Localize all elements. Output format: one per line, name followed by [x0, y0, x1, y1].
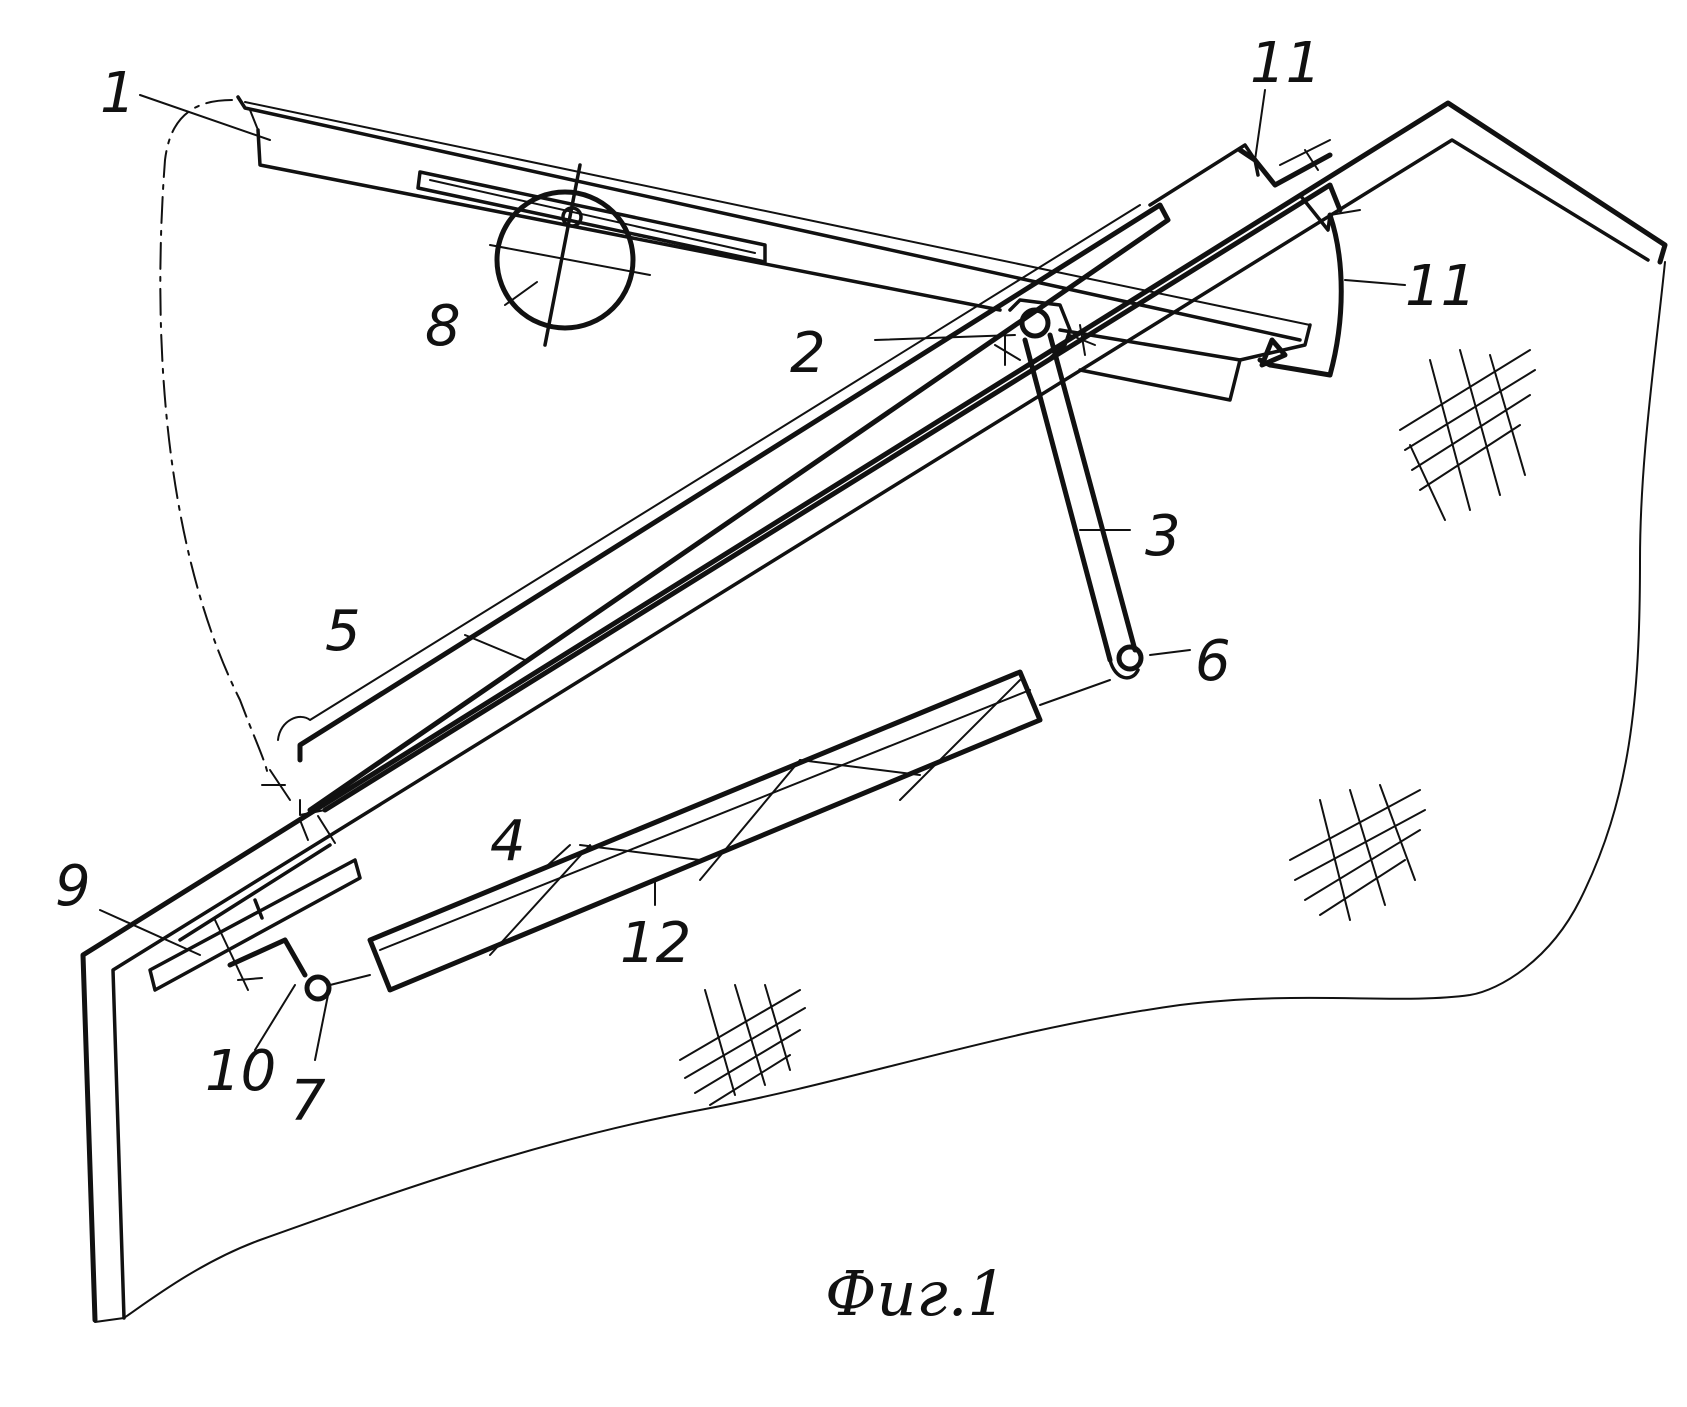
label-11-right: 11	[1405, 254, 1476, 319]
label-2: 2	[790, 321, 826, 386]
spring-cylinder	[329, 669, 1111, 993]
label-1: 1	[100, 61, 136, 126]
label-4: 4	[490, 809, 526, 874]
label-6: 6	[1195, 629, 1231, 694]
pivot-2	[994, 298, 1096, 366]
label-3: 3	[1145, 504, 1181, 569]
label-7: 7	[290, 1069, 326, 1134]
label-5: 5	[325, 599, 361, 664]
lower-brackets	[148, 769, 362, 1002]
label-9: 9	[55, 854, 91, 919]
main-link	[277, 143, 1343, 844]
housing-outline	[80, 100, 1668, 1323]
connecting-rod	[1022, 332, 1144, 680]
label-10: 10	[205, 1039, 276, 1104]
upper-plate	[236, 95, 1312, 402]
hatch-patch-middle	[1289, 784, 1426, 921]
label-8: 8	[425, 294, 461, 359]
hatch-patch-upper	[1399, 349, 1536, 521]
slot	[416, 170, 767, 264]
swing-arc	[159, 99, 269, 776]
hatch-patch-lower	[679, 984, 806, 1106]
roller	[489, 163, 651, 347]
label-12: 12	[620, 911, 691, 976]
label-11-top: 11	[1250, 31, 1321, 96]
figure-caption: Фиг.1	[825, 1257, 1007, 1330]
leader-lines	[99, 89, 1406, 1061]
sector-11	[1257, 139, 1361, 378]
